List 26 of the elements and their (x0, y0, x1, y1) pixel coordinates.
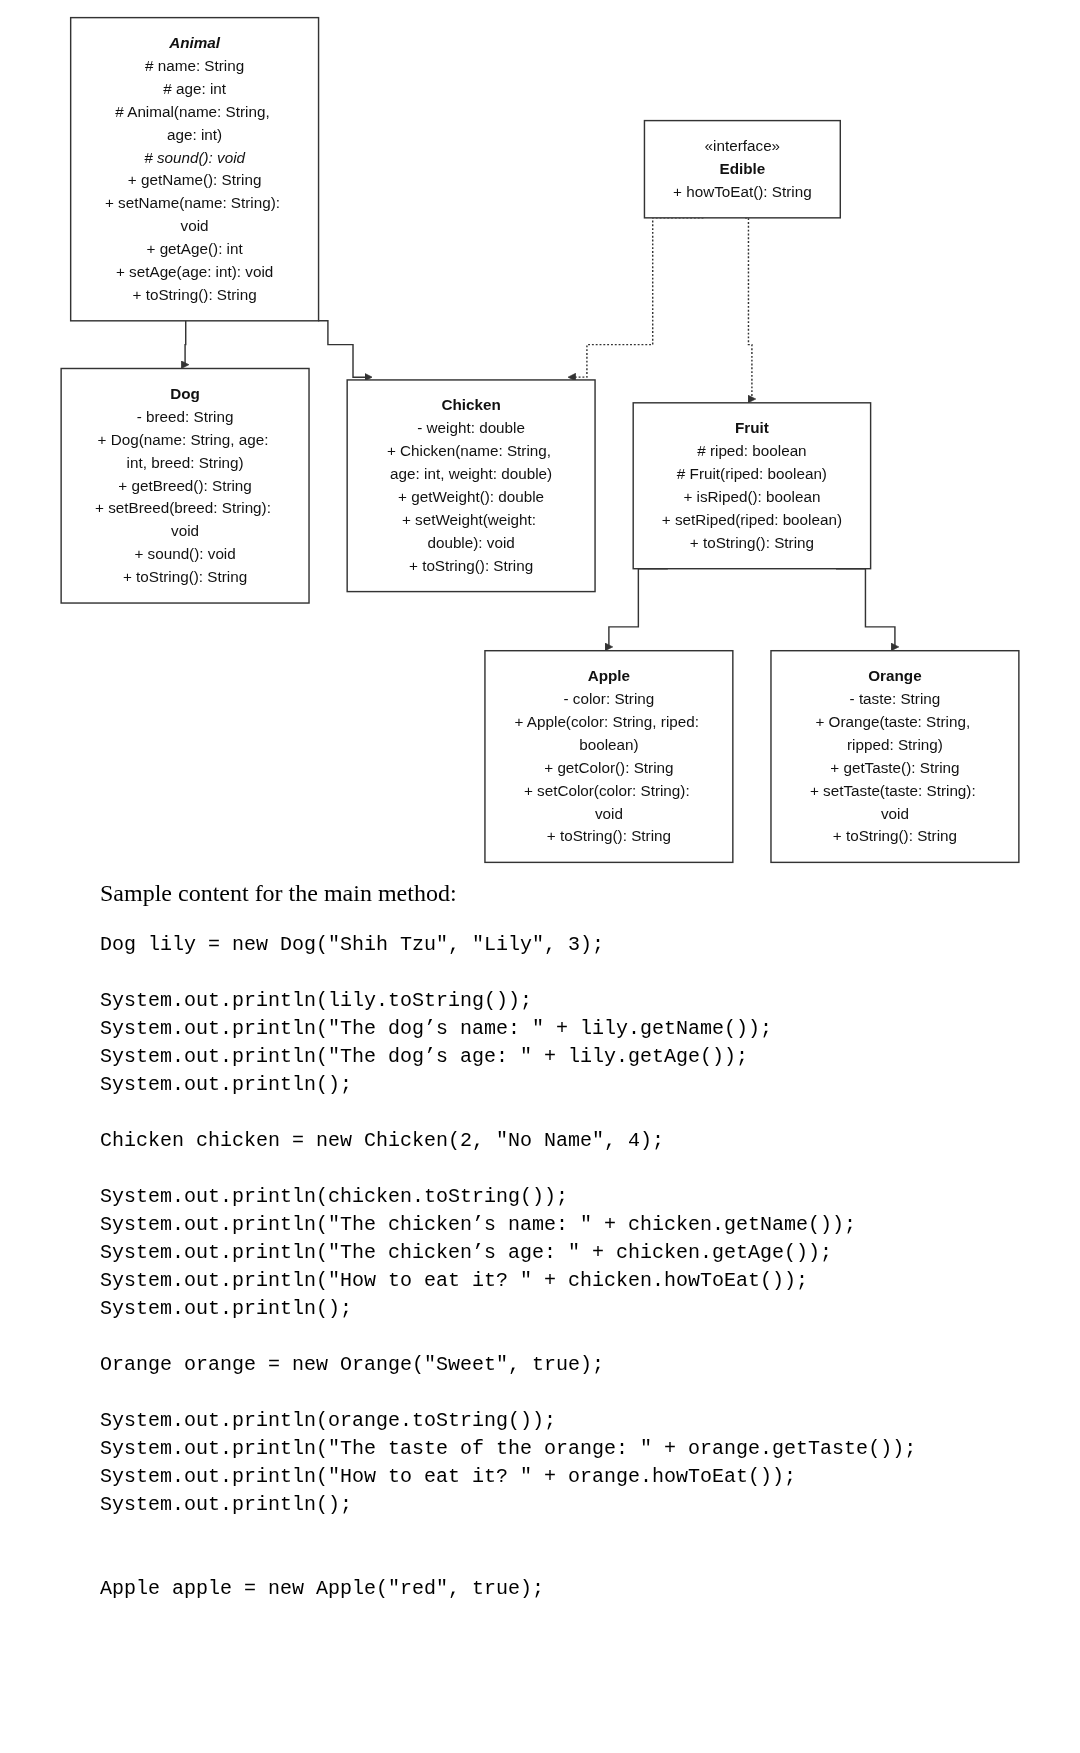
code-line: System.out.println(); (100, 1492, 353, 1518)
intro-text: Sample content for the main method: (100, 880, 457, 907)
code-line: System.out.println(); (100, 1072, 353, 1098)
node-box: «interface» Edible + howToEat(): String (643, 119, 841, 219)
code-line: Apple apple = new Apple("red", true); (100, 1576, 545, 1602)
node-box: Fruit # riped: boolean # Fruit(riped: boolean) + isRiped(): boolean + setRiped(riped: boolean) + toString(): String (632, 402, 872, 570)
code-line: Orange orange = new Orange("Sweet", true); (100, 1352, 605, 1378)
code-line: System.out.println("The taste of the orange: " + orange.getTaste()); (100, 1436, 917, 1462)
code-line: System.out.println("How to eat it? " + chicken.howToEat()); (100, 1268, 809, 1294)
code-line: System.out.println("The chicken’s age: " + chicken.getAge()); (100, 1240, 833, 1266)
code-line: Dog lily = new Dog("Shih Tzu", "Lily", 3); (100, 932, 605, 958)
arrow (180, 320, 190, 369)
code-line: System.out.println("The dog’s name: " + lily.getName()); (100, 1016, 773, 1042)
code-line: Chicken chicken = new Chicken(2, "No Name", 4); (100, 1128, 665, 1154)
node-box: Animal # name: String # age: int # Animal(name: String, age: int) # sound(): void + getName(): String + setName(name: String): void + getAge(): int + setAge(age: int): void + toString(): String (69, 16, 320, 322)
node-box: Apple - color: String + Apple(color: String, riped: boolean) + getColor(): String + setColor(color: String): void + toString(): String (484, 650, 734, 864)
code-line: System.out.println("The dog’s age: " + lily.getAge()); (100, 1044, 749, 1070)
node-box: Dog - breed: String + Dog(name: String, age: int, breed: String) + getBreed(): String + setBreed(breed: String): void + sound(): void + toString(): String (60, 367, 310, 604)
node-box: Chicken - weight: double + Chicken(name: String, age: int, weight: double) + getWeight(): double + setWeight(weight: double): void + toString(): String (346, 379, 596, 593)
code-line: System.out.println("The chicken’s name: " + chicken.getName()); (100, 1212, 857, 1238)
code-line: System.out.println(chicken.toString()); (100, 1184, 569, 1210)
code-line: System.out.println(); (100, 1296, 353, 1322)
code-line: System.out.println("How to eat it? " + orange.howToEat()); (100, 1464, 797, 1490)
node-box: Orange - taste: String + Orange(taste: String, ripped: String) + getTaste(): String + setTaste(taste: String): void + toString(): String (770, 650, 1020, 864)
code-line: System.out.println(orange.toString()); (100, 1408, 557, 1434)
code-line: System.out.println(lily.toString()); (100, 988, 533, 1014)
